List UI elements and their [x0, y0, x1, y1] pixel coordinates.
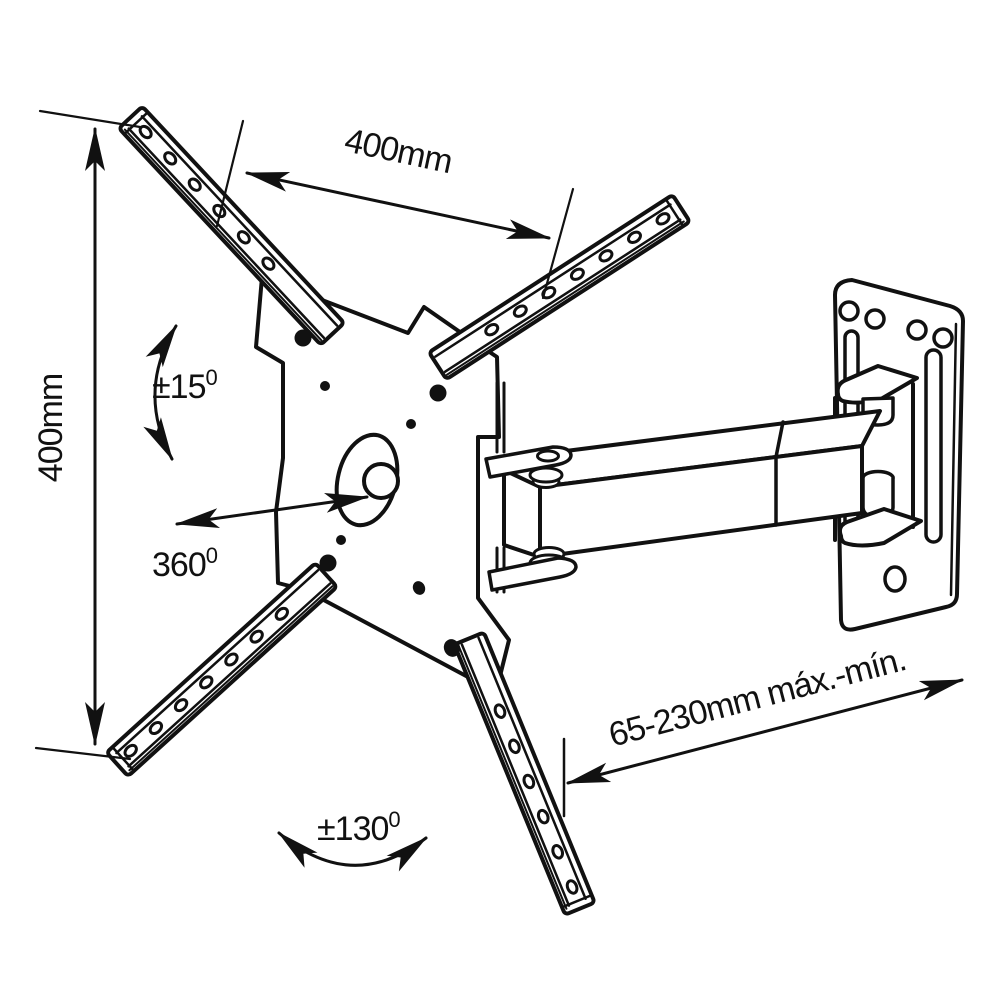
wall-plate-hole	[906, 319, 928, 341]
hinge-bottom-tab	[487, 556, 578, 592]
wall-plate-hole	[932, 327, 954, 349]
rail-hole	[173, 698, 189, 713]
hinge-tab-hole	[536, 449, 560, 463]
rail-hole	[522, 773, 536, 790]
mounting-holes	[294, 329, 461, 657]
dim-tilt	[143, 324, 178, 461]
rail-hole	[508, 738, 521, 755]
wall-plate-hole	[864, 308, 886, 330]
wall-plate-hole	[883, 565, 907, 593]
rail-hole	[123, 743, 138, 758]
rail-hole	[512, 304, 528, 318]
wall-plate-hole	[838, 300, 860, 322]
tilt-label: ±150	[152, 365, 217, 406]
rail-bottom-left	[106, 562, 338, 777]
dim-rotation	[277, 831, 428, 872]
rail-hole	[536, 808, 550, 825]
rail-top-right	[428, 194, 691, 380]
rail-top-left	[118, 106, 345, 346]
dim-top-width	[215, 119, 575, 300]
articulating-arm	[502, 409, 882, 559]
arm-joint	[774, 420, 785, 459]
extension-label: 65-230mm máx.-mín.	[605, 640, 910, 754]
swivel-label: 3600	[152, 543, 218, 584]
plate-hinge	[484, 381, 578, 594]
rail-hole	[551, 844, 565, 860]
rail-hole	[148, 721, 164, 736]
rail-hole	[274, 606, 290, 621]
rail-hole	[565, 879, 579, 895]
rail-hole	[655, 212, 671, 226]
rail-hole	[138, 124, 153, 140]
rail-bottom-right	[453, 631, 596, 916]
bracket-bottom-cap	[837, 507, 923, 548]
dim-left-height	[34, 109, 142, 761]
rail-hole	[249, 629, 264, 644]
rail-hole	[569, 267, 585, 281]
rail-hole	[493, 703, 507, 719]
left-height-label: 400mm	[32, 374, 70, 482]
rail-hole	[261, 256, 276, 271]
rail-hole	[187, 177, 202, 192]
rail-hole	[163, 151, 178, 166]
rail-hole	[626, 230, 642, 244]
dim-extension	[562, 678, 964, 818]
rail-hole	[199, 675, 214, 690]
rail-hole	[598, 249, 614, 263]
top-width-label: 400mm	[341, 121, 455, 181]
rail-hole	[484, 322, 500, 337]
rail-hole	[224, 652, 239, 667]
dim-swivel	[175, 493, 369, 528]
wall-plate-slot	[924, 348, 943, 544]
rotation-label: ±1300	[317, 807, 400, 848]
artwork: 400mm 400mm ±150 3600 ±1300 65-230mm máx…	[32, 106, 965, 916]
